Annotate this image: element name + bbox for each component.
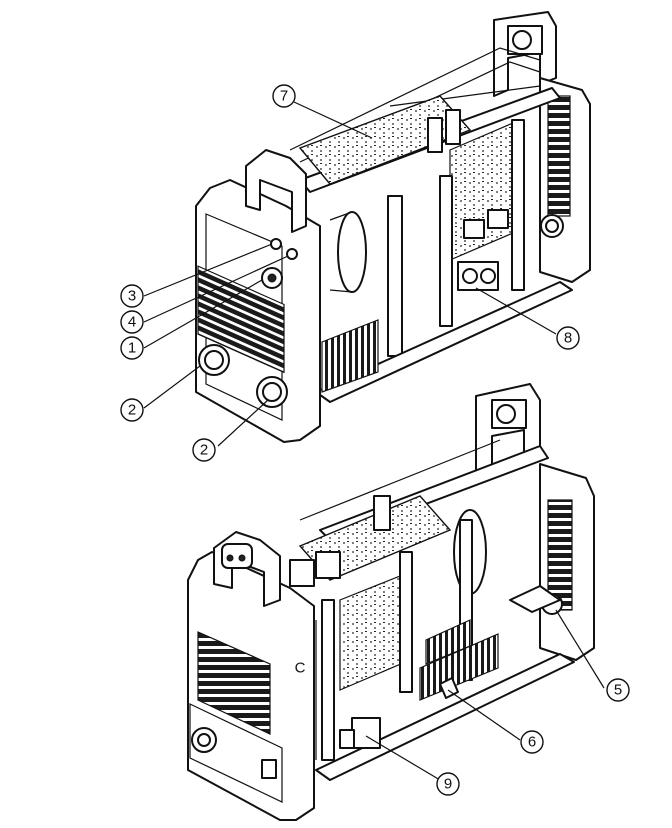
callout-5: 5 xyxy=(606,678,630,702)
callout-9: 9 xyxy=(436,772,460,796)
rear-grommet-inner-top xyxy=(545,219,559,233)
base-slots-top xyxy=(321,319,379,393)
svg-text:8: 8 xyxy=(564,330,572,347)
callout-2b: 2 xyxy=(192,438,216,462)
rear-louver-top xyxy=(547,95,571,217)
bottom-unit: C xyxy=(187,383,595,821)
capacitor-bottom-a xyxy=(289,559,315,587)
front-handle-top xyxy=(245,149,307,233)
rear-fan-circle-top xyxy=(512,30,532,50)
upright-rear-top xyxy=(511,119,525,291)
svg-text:4: 4 xyxy=(128,314,136,331)
svg-text:7: 7 xyxy=(280,88,288,105)
panel-mark: C xyxy=(295,660,306,677)
capacitor-b xyxy=(487,209,509,229)
callouts: 7 3 4 1 2 2 8 5 xyxy=(120,84,630,796)
fan-cylinder-top xyxy=(337,211,367,293)
front-fan-circle-bottom xyxy=(496,404,516,424)
fixture-6 xyxy=(439,677,459,699)
capacitor-bottom-b xyxy=(315,551,341,579)
base-plate-top xyxy=(315,281,573,403)
svg-text:2: 2 xyxy=(128,402,136,419)
power-switch xyxy=(261,759,277,779)
heatsink-bottom xyxy=(373,495,391,531)
svg-text:9: 9 xyxy=(444,776,452,793)
front-louver-top xyxy=(197,265,285,374)
upright-mid-top xyxy=(439,175,453,327)
callout-6: 6 xyxy=(520,730,544,754)
upright-a-bottom xyxy=(399,551,413,693)
top-unit xyxy=(195,11,591,443)
capacitor-a xyxy=(463,219,485,239)
svg-text:5: 5 xyxy=(614,682,622,699)
callout-4: 4 xyxy=(120,310,144,334)
svg-text:1: 1 xyxy=(128,340,136,357)
indicator-4 xyxy=(286,248,298,260)
indicator-3 xyxy=(270,238,282,250)
callout-1: 1 xyxy=(120,336,144,360)
rear-louver-bottom xyxy=(197,631,271,735)
callout-7: 7 xyxy=(272,84,296,108)
cable-clamp-5 xyxy=(509,585,561,613)
upright-c-bottom xyxy=(321,599,335,761)
callout-2a: 2 xyxy=(120,398,144,422)
callout-3: 3 xyxy=(120,284,144,308)
pcb-board-7 xyxy=(298,95,472,185)
heatsink-block-a xyxy=(427,117,443,153)
heatsink-block-b xyxy=(445,109,461,145)
relay-9 xyxy=(351,717,381,749)
svg-text:3: 3 xyxy=(128,288,136,305)
svg-text:2: 2 xyxy=(200,442,208,459)
callout-8: 8 xyxy=(556,326,580,350)
svg-text:6: 6 xyxy=(528,734,536,751)
upright-front-top xyxy=(387,195,403,357)
